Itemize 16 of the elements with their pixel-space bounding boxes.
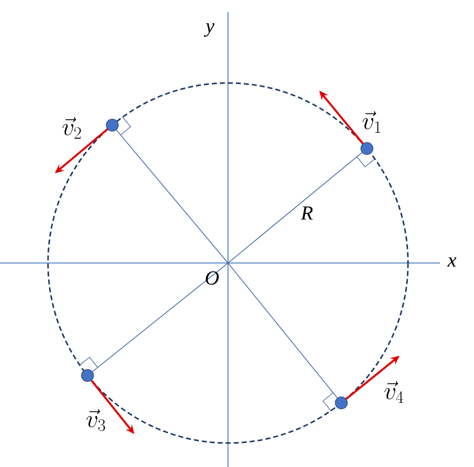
axis-label: O — [206, 271, 219, 285]
point — [81, 369, 94, 382]
axis-label: y — [204, 23, 214, 37]
point — [334, 396, 348, 410]
radius-line — [116, 130, 228, 264]
vector-label: $\vec{v}_3$ — [86, 409, 106, 432]
point — [360, 142, 374, 155]
edge-label: R — [300, 206, 313, 220]
axis-label: x — [447, 257, 456, 267]
point — [106, 118, 119, 132]
radius-line — [92, 262, 228, 372]
radius-line — [228, 262, 338, 398]
vector-label: $\vec{v}_2$ — [62, 117, 81, 139]
vector-label: $\vec{v}_4$ — [384, 381, 404, 403]
vector-label: $\vec{v}_1$ — [362, 111, 380, 133]
radius-line — [228, 152, 362, 264]
